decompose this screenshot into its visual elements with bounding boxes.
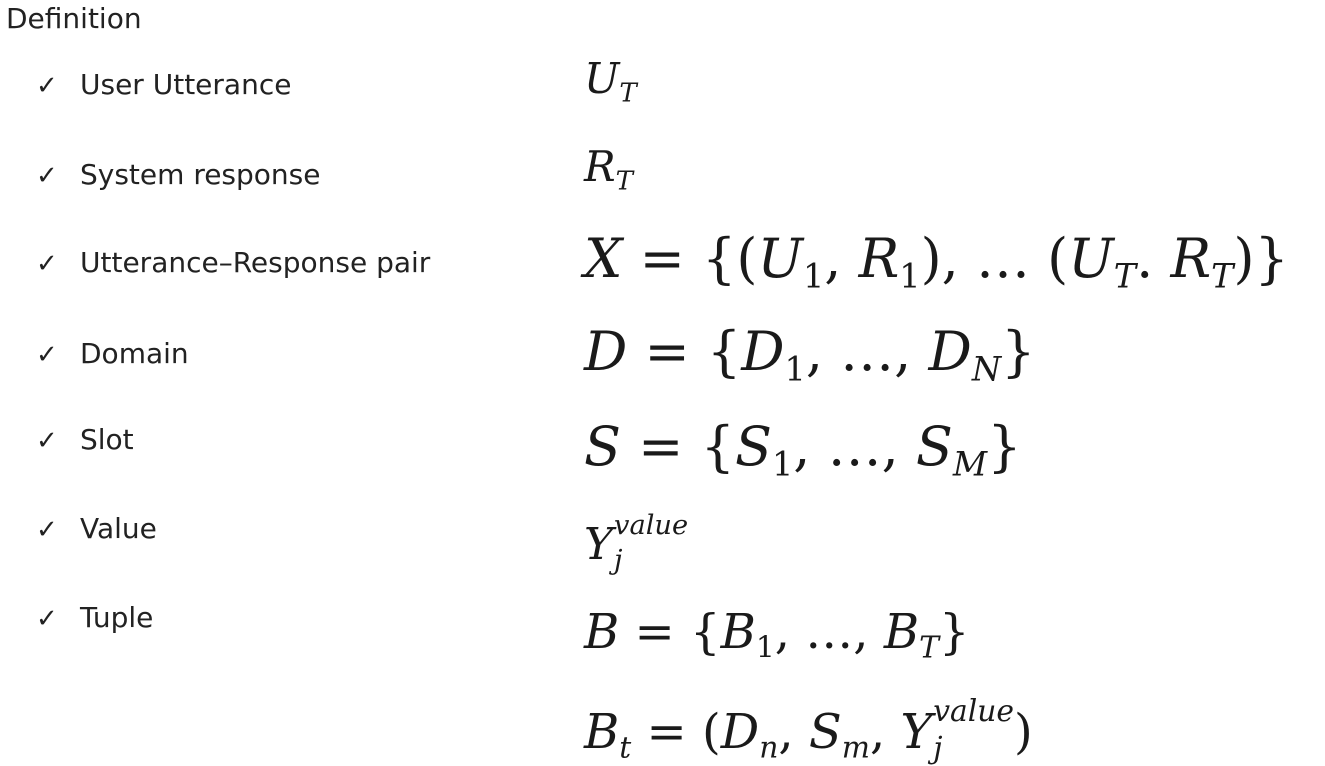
check-icon: ✓ — [36, 515, 58, 545]
item-label: Domain — [80, 337, 189, 370]
check-icon: ✓ — [36, 161, 58, 191]
formula-slot: S = {S1, …, SM} — [584, 415, 1022, 484]
definition-item-tuple: ✓ Tuple — [36, 601, 153, 634]
page-title: Definition — [6, 2, 142, 35]
item-label: System response — [80, 158, 321, 191]
definition-item-system-response: ✓ System response — [36, 158, 321, 191]
definition-item-user-utterance: ✓ User Utterance — [36, 68, 291, 101]
definition-item-value: ✓ Value — [36, 512, 157, 545]
formula-tuple-set: B = {B1, …, BT} — [584, 604, 970, 666]
item-label: Tuple — [80, 601, 154, 634]
check-icon: ✓ — [36, 426, 58, 456]
item-label: Slot — [80, 423, 134, 456]
formula-system-response: RT — [584, 142, 633, 197]
formula-domain: D = {D1, …, DN} — [584, 320, 1036, 389]
item-label: Value — [80, 512, 157, 545]
check-icon: ✓ — [36, 249, 58, 279]
definition-item-utterance-response-pair: ✓ Utterance–Response pair — [36, 246, 430, 279]
check-icon: ✓ — [36, 604, 58, 634]
check-icon: ✓ — [36, 71, 58, 101]
formula-user-utterance: UT — [584, 54, 637, 109]
check-icon: ✓ — [36, 340, 58, 370]
definition-item-slot: ✓ Slot — [36, 423, 134, 456]
item-label: User Utterance — [80, 68, 292, 101]
formula-utterance-response-pair: X = {(U1, R1), … (UT. RT)} — [584, 227, 1289, 296]
item-label: Utterance–Response pair — [80, 246, 431, 279]
definition-item-domain: ✓ Domain — [36, 337, 189, 370]
